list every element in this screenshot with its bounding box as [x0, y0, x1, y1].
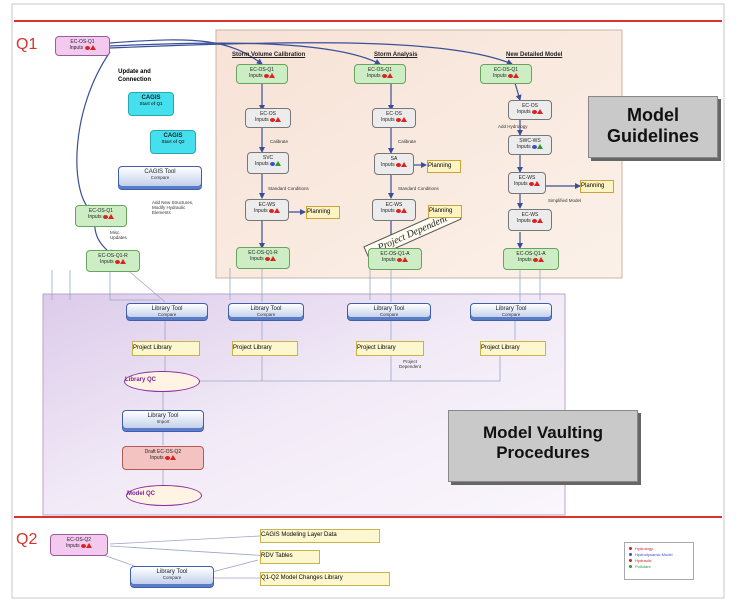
left-output-node[interactable]: EC-OS-Q1-R Inputs [86, 250, 140, 272]
misc-updates-label: Misc. Updates [110, 230, 127, 240]
col2-sa-node[interactable]: SA Inputs [374, 153, 414, 175]
simplified-model-label: Simplified Model [548, 198, 582, 203]
q1-q2-model-changes-library[interactable]: Q1-Q2 Model Changes Library [260, 572, 390, 586]
legend-hydraulic-icon [629, 559, 632, 563]
col1-os-node[interactable]: EC-OS Inputs [245, 108, 291, 128]
model-guidelines-callout: Model Guidelines [588, 96, 718, 158]
project-library-3[interactable]: Project Library [356, 341, 424, 356]
col2-output-node[interactable]: EC-OS-Q1-A Inputs [368, 248, 422, 270]
standard-conditions-label-2: Standard Conditions [398, 186, 439, 191]
q1-label: Q1 [16, 36, 38, 53]
hydrodynamic-icon [270, 161, 275, 166]
vaulting-line1: Model Vaulting [483, 423, 603, 442]
calibrate-label-1: Calibrate [270, 139, 289, 144]
cagis-start-q1-node[interactable]: CAGIS Start of Q1 [128, 92, 174, 116]
col1-svc-node[interactable]: SVC Inputs [247, 152, 289, 174]
legend-hydrology-icon [629, 547, 632, 551]
legend: Hydrology Hydrodynamic Model Hydraulic P… [624, 542, 694, 580]
rdv-tables[interactable]: RDV Tables [260, 550, 320, 564]
q1-start-node[interactable]: EC-OS-Q1 Inputs [55, 36, 110, 56]
col3-output-node[interactable]: EC-OS-Q1-A Inputs [503, 248, 559, 270]
cagis-start-q2-node[interactable]: CAGIS Start of Q2 [150, 130, 196, 154]
new-detailed-header: New Detailed Model [506, 52, 563, 58]
library-qc-node[interactable]: Library QC [124, 371, 200, 392]
col3-ws1-node[interactable]: EC-WS Inputs [508, 172, 546, 194]
col1-ws-node[interactable]: EC-WS Inputs [245, 199, 289, 221]
col2-ws-node[interactable]: EC-WS Inputs [372, 199, 416, 221]
col1-output-node[interactable]: EC-OS-Q1-R Inputs [236, 247, 290, 269]
standard-conditions-label-1: Standard Conditions [268, 186, 309, 191]
storm-volume-header: Storm Volume Calibration [232, 52, 306, 58]
draft-q2-node[interactable]: Draft EC-OS-Q2 Inputs [122, 446, 204, 470]
col2-top-node[interactable]: EC-OS-Q1 Inputs [354, 64, 406, 84]
col2-os-node[interactable]: EC-OS Inputs [372, 108, 416, 128]
q2-label: Q2 [16, 531, 38, 548]
calibrate-label-2: Calibrate [398, 139, 417, 144]
diagram-frame [11, 3, 725, 599]
q2-start-node[interactable]: EC-OS-Q2 Inputs [50, 534, 108, 556]
legend-pollutant-icon [629, 565, 632, 569]
project-dependent-small-label: Project Dependent [398, 359, 422, 369]
planning-box-4[interactable]: Planning [580, 180, 614, 193]
add-new-structures-label: Add New Structures, Modify Hydraulic Ele… [152, 200, 194, 215]
hydraulic-icon [89, 45, 96, 50]
cagis-tool-compare[interactable]: CAGIS Tool Compare [118, 166, 202, 190]
col1-top-node[interactable]: EC-OS-Q1 Inputs [236, 64, 288, 84]
project-library-1[interactable]: Project Library [132, 341, 200, 356]
col3-top-node[interactable]: EC-OS-Q1 Inputs [480, 64, 532, 84]
model-vaulting-callout: Model Vaulting Procedures [448, 410, 638, 482]
col3-swc-node[interactable]: SWC-WS Inputs [508, 135, 552, 155]
left-q1-node[interactable]: EC-OS-Q1 Inputs [75, 205, 127, 227]
guidelines-line2: Guidelines [606, 125, 700, 146]
project-library-4[interactable]: Project Library [480, 341, 546, 356]
project-library-2[interactable]: Project Library [232, 341, 298, 356]
storm-analysis-header: Storm Analysis [374, 52, 418, 58]
legend-hydrodynamic-icon [629, 553, 632, 557]
col3-os-node[interactable]: EC-OS Inputs [508, 100, 552, 120]
update-connection-header: Update and Connection [118, 69, 151, 83]
vaulting-line2: Procedures [496, 442, 590, 462]
model-qc-node[interactable]: Model QC [126, 485, 202, 506]
cagis-modeling-layer-data[interactable]: CAGIS Modeling Layer Data [260, 529, 380, 543]
planning-box-1[interactable]: Planning [306, 206, 340, 219]
col3-ws2-node[interactable]: EC-WS Inputs [508, 209, 552, 231]
guidelines-line1: Model [627, 105, 679, 125]
planning-box-3[interactable]: Planning [428, 205, 462, 218]
planning-box-2[interactable]: Planning [427, 160, 461, 173]
pollutant-icon [275, 161, 281, 166]
add-hydrology-label: Add Hydrology [498, 124, 528, 129]
hydrology-icon [84, 45, 90, 50]
